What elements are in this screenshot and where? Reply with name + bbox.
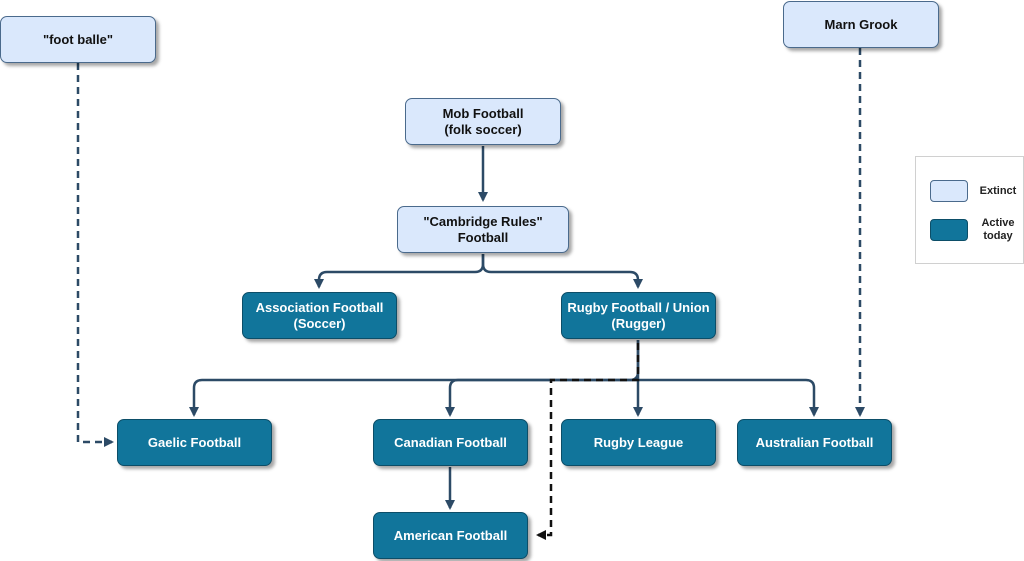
node-cambridge-rules: "Cambridge Rules" Football <box>397 206 569 253</box>
node-australian-football: Australian Football <box>737 419 892 466</box>
node-foot-balle: "foot balle" <box>0 16 156 63</box>
edge-cambridge-to-rugby-union <box>481 254 643 289</box>
node-marn-grook-label: Marn Grook <box>824 16 898 32</box>
node-australian-football-label: Australian Football <box>755 434 874 450</box>
node-rugby-league-label: Rugby League <box>593 434 684 450</box>
node-mob-football-line1: Mob Football <box>442 105 524 121</box>
node-canadian-football: Canadian Football <box>373 419 528 466</box>
node-cambridge-rules-line1: "Cambridge Rules" <box>423 213 543 229</box>
edge-cambridge-to-association <box>314 254 485 289</box>
node-marn-grook: Marn Grook <box>783 1 939 48</box>
legend: Extinct Active today <box>915 156 1024 264</box>
node-association-football-line1: Association Football <box>255 299 384 315</box>
node-cambridge-rules-line2: Football <box>457 229 509 245</box>
node-rugby-union-line1: Rugby Football / Union <box>567 299 710 315</box>
legend-active-swatch <box>930 219 968 241</box>
node-gaelic-football-label: Gaelic Football <box>147 434 242 450</box>
node-canadian-football-label: Canadian Football <box>394 434 507 450</box>
edge-foot-balle-to-gaelic-dashed <box>76 63 114 447</box>
legend-active-label: Active today <box>976 217 1020 243</box>
edge-rugby-union-to-gaelic <box>189 340 640 417</box>
legend-active-label-line2: today <box>983 230 1013 242</box>
legend-extinct-swatch <box>930 180 968 202</box>
edge-rugby-union-to-canadian <box>445 378 638 417</box>
node-foot-balle-label: "foot balle" <box>42 31 114 47</box>
node-rugby-union: Rugby Football / Union (Rugger) <box>561 292 716 339</box>
node-gaelic-football: Gaelic Football <box>117 419 272 466</box>
node-american-football: American Football <box>373 512 528 559</box>
node-american-football-label: American Football <box>393 527 508 543</box>
legend-active-label-line1: Active <box>981 217 1015 229</box>
node-mob-football-line2: (folk soccer) <box>444 121 522 137</box>
node-mob-football: Mob Football (folk soccer) <box>405 98 561 145</box>
node-association-football: Association Football (Soccer) <box>242 292 397 339</box>
node-rugby-league: Rugby League <box>561 419 716 466</box>
node-association-football-line2: (Soccer) <box>293 315 346 331</box>
legend-extinct-label: Extinct <box>979 185 1017 197</box>
node-rugby-union-line2: (Rugger) <box>611 315 666 331</box>
edge-rugby-union-to-australian <box>638 378 819 417</box>
edge-rugby-union-to-american-dashed <box>536 343 640 540</box>
